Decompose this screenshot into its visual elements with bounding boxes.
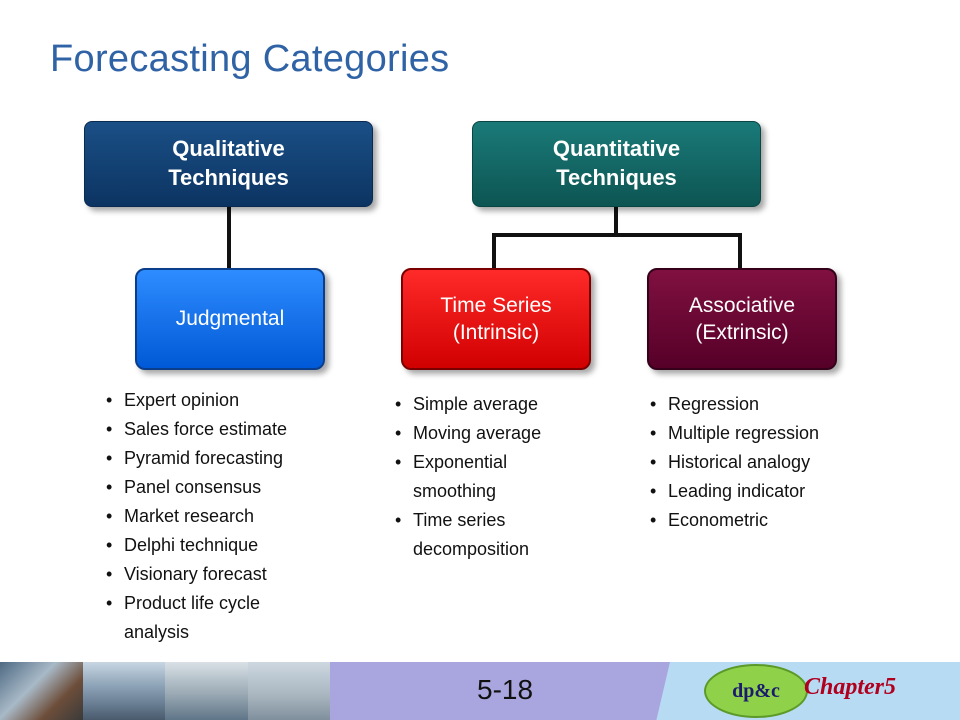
footer-accent-band bbox=[330, 662, 670, 720]
logo-text: dp&c bbox=[732, 679, 780, 702]
footer-bar: 5-18 dp&c Chapter5 bbox=[0, 662, 960, 720]
list-item: Product life cycle analysis bbox=[100, 589, 324, 647]
judgmental-list: Expert opinion Sales force estimate Pyra… bbox=[100, 386, 360, 647]
port-photo-image bbox=[0, 662, 83, 720]
box-line: Techniques bbox=[168, 165, 289, 190]
list-item: Expert opinion bbox=[100, 386, 360, 415]
box-line: (Extrinsic) bbox=[695, 321, 789, 344]
list-item: Panel consensus bbox=[100, 473, 360, 502]
associative-list: Regression Multiple regression Historica… bbox=[644, 390, 884, 535]
pipes-photo-image bbox=[82, 662, 165, 720]
time-series-list: Simple average Moving average Exponentia… bbox=[389, 390, 589, 564]
slide-title: Forecasting Categories bbox=[50, 38, 450, 80]
connector-qualitative-judgmental bbox=[227, 205, 231, 268]
list-item: Simple average bbox=[389, 390, 589, 419]
cranes-photo-image bbox=[165, 662, 248, 720]
list-item: Leading indicator bbox=[644, 477, 884, 506]
box-line: Associative bbox=[688, 293, 796, 317]
page-number: 5-18 bbox=[477, 674, 534, 705]
time-series-box: Time Series (Intrinsic) bbox=[401, 268, 591, 370]
connector-associative bbox=[738, 233, 742, 268]
box-line: Techniques bbox=[556, 165, 677, 190]
chapter-label: Chapter5 bbox=[804, 674, 897, 700]
box-line: Judgmental bbox=[175, 307, 285, 331]
connector-horizontal bbox=[492, 233, 742, 237]
list-item: Market research bbox=[100, 502, 360, 531]
associative-box: Associative (Extrinsic) bbox=[647, 268, 837, 370]
judgmental-box: Judgmental bbox=[135, 268, 325, 370]
box-line: Qualitative bbox=[172, 136, 285, 162]
list-item: Regression bbox=[644, 390, 884, 419]
list-item: Multiple regression bbox=[644, 419, 884, 448]
list-item: Visionary forecast bbox=[100, 560, 360, 589]
list-item: Pyramid forecasting bbox=[100, 444, 360, 473]
dock-photo-image bbox=[247, 662, 330, 720]
dpc-logo: dp&c bbox=[704, 664, 808, 718]
connector-time-series bbox=[492, 233, 496, 268]
list-item: Historical analogy bbox=[644, 448, 884, 477]
list-item: Exponential smoothing bbox=[389, 448, 553, 506]
list-item: Moving average bbox=[389, 419, 589, 448]
list-item: Sales force estimate bbox=[100, 415, 360, 444]
list-item: Time series decomposition bbox=[389, 506, 563, 564]
connector-quantitative-stem bbox=[614, 205, 618, 236]
box-line: Quantitative bbox=[552, 136, 681, 162]
box-line: (Intrinsic) bbox=[452, 321, 540, 344]
footer-photo-strip bbox=[0, 662, 330, 720]
box-line: Time Series bbox=[440, 293, 552, 317]
list-item: Econometric bbox=[644, 506, 884, 535]
list-item: Delphi technique bbox=[100, 531, 360, 560]
